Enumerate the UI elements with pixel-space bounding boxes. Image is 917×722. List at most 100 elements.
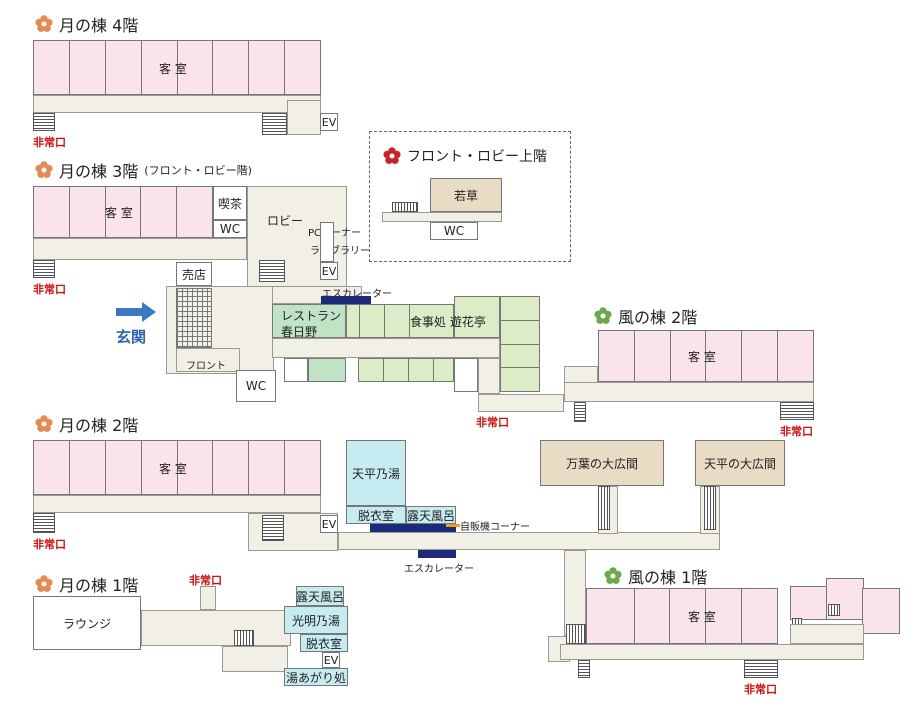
plum-blossom-orange-icon (35, 15, 53, 33)
restaurant-name-line2: 春日野 (281, 325, 318, 339)
stairs (744, 660, 778, 678)
floor-title-tsuki4: 月の棟 4階 (35, 12, 138, 36)
stairs (578, 660, 590, 678)
stairs (392, 202, 418, 212)
tenpyo-hall: 天平の大広間 (695, 440, 785, 486)
stairs (234, 630, 254, 646)
open-air-bath: 露天風呂 (406, 506, 456, 524)
corridor (200, 586, 216, 610)
corridor (790, 624, 864, 644)
changing-room: 脱衣室 (346, 506, 406, 524)
guest-room-annex (862, 588, 900, 634)
floor-title-text: 風の棟 2階 (618, 308, 698, 327)
corridor (478, 358, 500, 394)
elevator: EV (320, 113, 338, 131)
shop: 売店 (176, 262, 212, 286)
plum-blossom-green-icon (594, 307, 612, 325)
floor-title-text: 月の棟 3階 (59, 162, 139, 181)
stairs (566, 624, 586, 644)
front-label: フロント (186, 361, 226, 372)
restaurant-kasugano: レストラン 春日野 (272, 304, 346, 339)
wakakusa-room: 若草 (430, 178, 502, 212)
escalator (418, 550, 456, 558)
floor-title-text: 月の棟 2階 (59, 416, 139, 435)
corridor (222, 646, 288, 672)
elevator: EV (320, 262, 338, 280)
wc-3f: WC (213, 220, 247, 238)
tenpyo-bath: 天平乃湯 (346, 440, 406, 506)
stairs (259, 260, 285, 282)
dining-yukatei (346, 304, 454, 338)
corridor (141, 610, 291, 646)
floor-title-text: 月の棟 4階 (59, 16, 139, 35)
floor-title-front-upper: フロント・ロビー上階 (383, 146, 547, 166)
restaurant-name-line1: レストラン (281, 309, 342, 323)
guest-room-label: 客 室 (159, 62, 187, 76)
stairs (598, 486, 610, 530)
stairs (704, 486, 716, 530)
plum-blossom-red-icon (383, 147, 401, 165)
corridor (564, 382, 814, 402)
front-upper-frame (369, 131, 571, 262)
room (284, 358, 308, 382)
room (454, 358, 478, 392)
emergency-exit-label: 非常口 (33, 136, 66, 149)
lobby-label: ロビー (267, 214, 304, 228)
corridor (338, 532, 720, 550)
corridor (287, 100, 321, 135)
guest-room-annex (790, 586, 830, 620)
floor-title-tsuki3: 月の棟 3階 (フロント・ロビー階) (35, 158, 252, 182)
library-room (320, 222, 334, 262)
emergency-exit-label: 非常口 (476, 416, 509, 429)
guest-room-block-tsuki3: 客 室 (33, 186, 213, 238)
corridor (33, 495, 321, 513)
floor-title-kaze2: 風の棟 2階 (594, 304, 697, 328)
escalator (321, 296, 371, 304)
dining-room-column (500, 296, 540, 392)
emergency-exit-label: 非常口 (33, 538, 66, 551)
stairs (262, 515, 284, 541)
plum-blossom-orange-icon (35, 575, 53, 593)
stairs (780, 402, 814, 420)
corridor (33, 95, 321, 113)
corridor (560, 644, 864, 660)
stairs (828, 604, 840, 616)
emergency-exit-label: 非常口 (744, 683, 777, 696)
entrance-label: 玄関 (116, 328, 147, 346)
escalator (370, 524, 456, 532)
wc-upper: WC (430, 222, 478, 240)
stairs (33, 260, 55, 278)
stairs (574, 402, 586, 422)
floor-title-tsuki2: 月の棟 2階 (35, 412, 138, 436)
guest-room-block-tsuki2: 客 室 (33, 440, 321, 495)
dining-rooms (358, 358, 454, 382)
floor-title-text: 月の棟 1階 (59, 576, 139, 595)
floor-title-kaze1: 風の棟 1階 (604, 564, 707, 588)
guest-room-label: 客 室 (159, 462, 187, 476)
front-counter-area (176, 348, 240, 372)
guest-room-block-tsuki4: 客 室 (33, 40, 321, 95)
arrow-right-icon (116, 302, 156, 322)
escalator-label: エスカレーター (322, 289, 392, 300)
emergency-exit-label: 非常口 (33, 283, 66, 296)
entrance-mat (176, 288, 212, 348)
stairs (262, 113, 287, 135)
escalator-label: エスカレーター (404, 564, 474, 575)
komyo-bath: 光明乃湯 (284, 606, 348, 634)
elevator: EV (322, 652, 340, 668)
floor-title-text: フロント・ロビー上階 (407, 149, 547, 165)
manyo-hall: 万葉の大広間 (540, 440, 664, 486)
guest-room-label: 客 室 (688, 350, 716, 364)
corridor (478, 394, 564, 412)
elevator: EV (320, 515, 338, 533)
library-label: ライブラリー (310, 246, 370, 257)
vending-label: 自販機コーナー (460, 522, 530, 533)
dining-room (454, 296, 500, 338)
guest-room-block-kaze2: 客 室 (598, 330, 814, 382)
emergency-exit-label: 非常口 (780, 425, 813, 438)
floor-title-text: 風の棟 1階 (628, 568, 708, 587)
open-air-bath-1f: 露天風呂 (296, 586, 344, 606)
kissa-cafe: 喫茶 (213, 186, 247, 220)
corridor (382, 212, 502, 222)
stairs (33, 113, 55, 131)
